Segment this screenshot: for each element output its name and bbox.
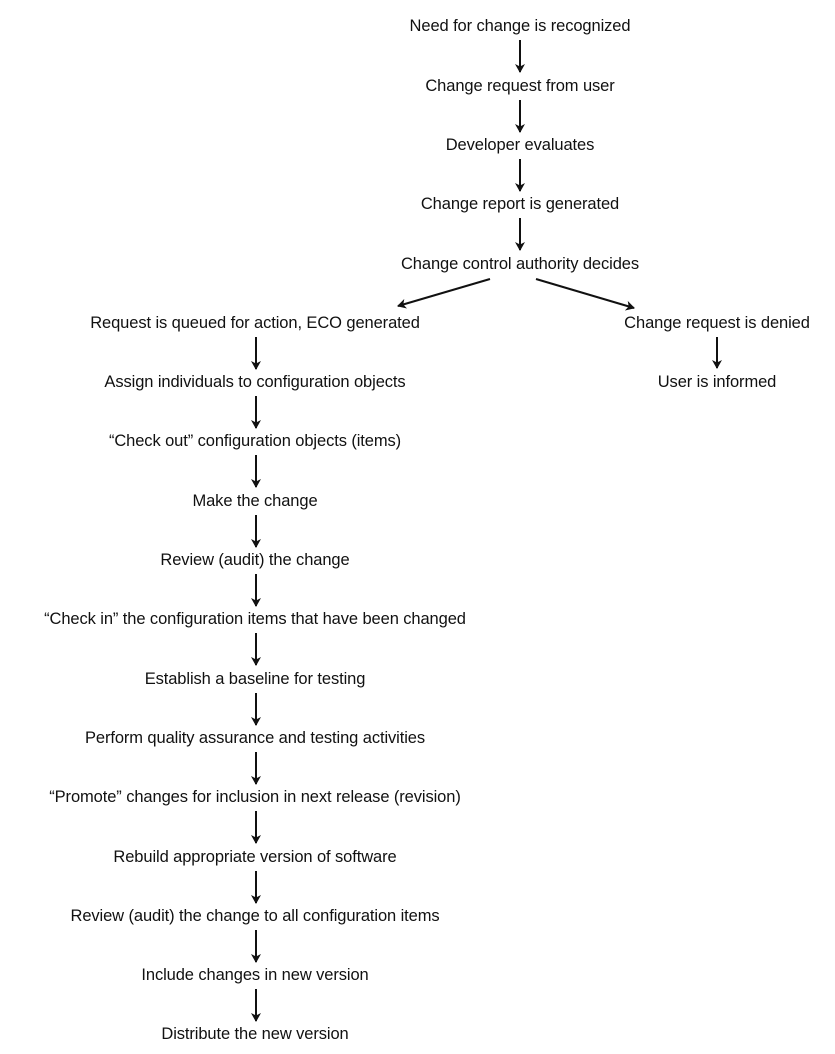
step-check-out: “Check out” configuration objects (items… [108,432,402,450]
step-need-recognized: Need for change is recognized [409,17,631,35]
step-promote-changes: “Promote” changes for inclusion in next … [49,788,461,806]
step-review-change: Review (audit) the change [160,551,350,569]
step-assign-individuals: Assign individuals to configuration obje… [104,373,406,391]
step-rebuild-version: Rebuild appropriate version of software [113,848,397,866]
step-change-report: Change report is generated [420,195,620,213]
step-authority-decides: Change control authority decides [400,255,640,273]
step-developer-evaluates: Developer evaluates [445,136,595,154]
step-establish-baseline: Establish a baseline for testing [144,670,366,688]
step-request-denied: Change request is denied [624,314,810,332]
step-review-all-items: Review (audit) the change to all configu… [70,907,440,925]
step-user-informed: User is informed [657,373,777,391]
step-qa-testing: Perform quality assurance and testing ac… [84,729,426,747]
step-make-change: Make the change [192,492,318,510]
step-change-request: Change request from user [425,77,615,95]
flow-arrow-4 [397,278,491,309]
step-distribute-version: Distribute the new version [161,1025,349,1043]
step-request-queued: Request is queued for action, ECO genera… [90,314,420,332]
step-include-changes: Include changes in new version [141,966,369,984]
step-check-in: “Check in” the configuration items that … [44,610,466,628]
flow-arrow-5 [535,278,635,311]
